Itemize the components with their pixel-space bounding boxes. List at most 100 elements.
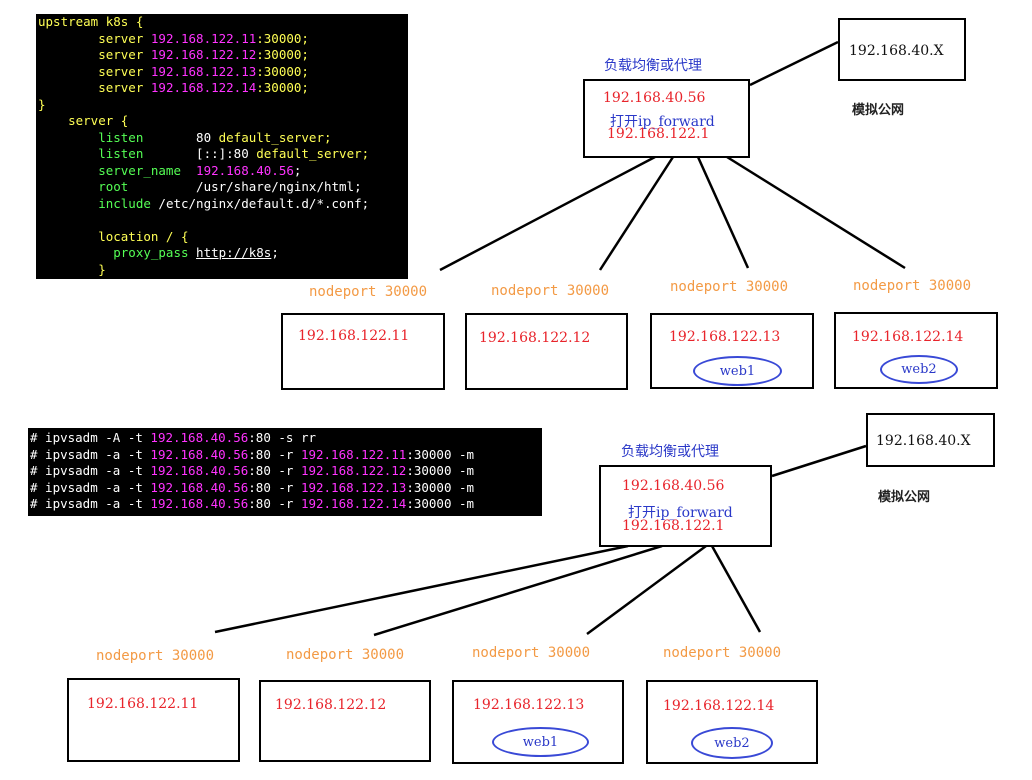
node-box: 192.168.122.13 web1 [650, 313, 814, 389]
terminal-text: http://k8s [196, 245, 272, 260]
node-box: 192.168.122.14 web2 [646, 680, 818, 764]
node-ip: 192.168.122.13 [669, 329, 781, 345]
terminal-line: # ipvsadm -a -t 192.168.40.56:80 -r 192.… [30, 496, 542, 513]
terminal-line: server 192.168.122.14:30000; [38, 80, 408, 97]
lb-ip: 192.168.40.56 [622, 478, 725, 494]
terminal-text: 192.168.40.56 [196, 162, 294, 178]
terminal-line: # ipvsadm -a -t 192.168.40.56:80 -r 192.… [30, 447, 542, 464]
terminal-line: server 192.168.122.13:30000; [38, 64, 408, 81]
terminal-text: location / { [38, 228, 189, 244]
terminal-text: :80 -r [248, 479, 301, 495]
terminal-text: /etc/nginx/default.d/*.conf; [158, 195, 370, 211]
lb-forward: 打开ip_forward [610, 114, 715, 130]
line-bottom-lb-to-public [771, 444, 867, 478]
terminal-line: # ipvsadm -a -t 192.168.40.56:80 -r 192.… [30, 463, 542, 480]
terminal-line: server 192.168.122.12:30000; [38, 47, 408, 64]
terminal-line [38, 212, 408, 229]
terminal-text: 192.168.122.11 [300, 446, 407, 462]
terminal-text: 80 [196, 129, 219, 145]
lb-ip: 192.168.40.56 [603, 90, 706, 106]
terminal-text: listen [38, 129, 197, 145]
terminal-text: 192.168.122.12 [150, 47, 257, 62]
terminal-text: 192.168.40.56 [150, 463, 249, 478]
nodeport-label: nodeport 30000 [491, 283, 610, 299]
pod-ellipse: web2 [691, 727, 773, 759]
terminal-text: 192.168.122.12 [300, 463, 407, 478]
line-top-lb-to-node2 [598, 156, 675, 271]
terminal-text: default_server; [256, 146, 370, 161]
line-bottom-lb-to-node3 [586, 544, 707, 636]
line-top-lb-to-node4 [726, 155, 906, 270]
public-net-label: 模拟公网 [852, 103, 905, 118]
node-ip: 192.168.122.14 [852, 329, 964, 345]
node-ip: 192.168.122.11 [87, 696, 199, 712]
pod-ellipse: web2 [880, 355, 958, 384]
terminal-text: :30000; [256, 47, 309, 62]
terminal-text: } [38, 96, 46, 112]
public-host-box: 192.168.40.X [838, 18, 966, 81]
line-bottom-lb-to-node1 [214, 544, 629, 634]
nodeport-label: nodeport 30000 [663, 645, 782, 661]
terminal-text: :30000; [256, 80, 309, 95]
pod-ellipse: web1 [492, 727, 589, 757]
terminal-text: 192.168.122.14 [150, 80, 257, 95]
terminal-text: server [38, 30, 151, 46]
nginx-config-terminal: upstream k8s { server 192.168.122.11:300… [36, 14, 408, 279]
terminal-text: :80 -r [248, 496, 301, 511]
public-net-label: 模拟公网 [878, 490, 931, 505]
terminal-line: listen 80 default_server; [38, 130, 408, 147]
terminal-text: 192.168.40.56 [150, 446, 249, 462]
load-balancer-box: 192.168.40.56 打开ip_forward 192.168.122.1 [583, 79, 750, 158]
pod-ellipse: web1 [693, 356, 782, 386]
terminal-text: default_server; [218, 129, 332, 145]
public-ip: 192.168.40.X [849, 43, 944, 59]
terminal-text: :30000; [256, 30, 309, 46]
terminal-line: # ipvsadm -A -t 192.168.40.56:80 -s rr [30, 430, 542, 447]
terminal-text: :30000 -m [406, 446, 475, 462]
node-ip: 192.168.122.13 [473, 697, 585, 713]
node-box: 192.168.122.14 web2 [834, 312, 998, 389]
terminal-text: server [38, 47, 151, 62]
terminal-text: 192.168.122.13 [150, 63, 257, 79]
pod-label: web2 [901, 362, 937, 377]
terminal-text: [::]:80 [196, 146, 257, 161]
terminal-text: server [38, 63, 151, 79]
node-ip: 192.168.122.12 [479, 330, 591, 346]
nodeport-label: nodeport 30000 [96, 648, 215, 664]
terminal-text: server [38, 80, 151, 95]
terminal-text: include [38, 195, 159, 211]
terminal-text: :80 -s rr [248, 430, 316, 445]
node-box: 192.168.122.13 web1 [452, 680, 624, 764]
line-bottom-lb-to-node4 [710, 545, 762, 633]
line-top-lb-to-public [749, 40, 839, 87]
terminal-text: proxy_pass [38, 245, 197, 260]
public-ip: 192.168.40.X [876, 433, 971, 449]
ipvsadm-terminal: # ipvsadm -A -t 192.168.40.56:80 -s rr# … [28, 428, 542, 516]
terminal-text: 192.168.122.13 [300, 479, 407, 495]
line-top-lb-to-node3 [696, 156, 750, 269]
terminal-text: # ipvsadm -a -t [30, 463, 151, 478]
node-box: 192.168.122.11 [281, 313, 445, 390]
terminal-text: upstream k8s { [38, 14, 144, 29]
terminal-text: 192.168.40.56 [150, 479, 249, 495]
lb-heading: 负载均衡或代理 [621, 444, 719, 460]
pod-label: web2 [714, 735, 750, 751]
terminal-text: :30000 -m [406, 479, 475, 495]
terminal-text: ; [293, 162, 302, 178]
terminal-line: } [38, 262, 408, 279]
terminal-line: # ipvsadm -a -t 192.168.40.56:80 -r 192.… [30, 480, 542, 497]
terminal-line: upstream k8s { [38, 14, 408, 31]
terminal-text: :80 -r [248, 463, 301, 478]
terminal-line: server { [38, 113, 408, 130]
terminal-text: # ipvsadm -A -t [30, 430, 151, 445]
terminal-text: 192.168.40.56 [150, 430, 249, 445]
node-ip: 192.168.122.12 [275, 697, 387, 713]
node-ip: 192.168.122.14 [663, 698, 775, 714]
nodeport-label: nodeport 30000 [853, 278, 972, 294]
terminal-line: server_name 192.168.40.56; [38, 163, 408, 180]
line-bottom-lb-to-node2 [373, 544, 663, 637]
node-box: 192.168.122.12 [465, 313, 628, 390]
lb-inner-ip: 192.168.122.1 [622, 518, 725, 534]
